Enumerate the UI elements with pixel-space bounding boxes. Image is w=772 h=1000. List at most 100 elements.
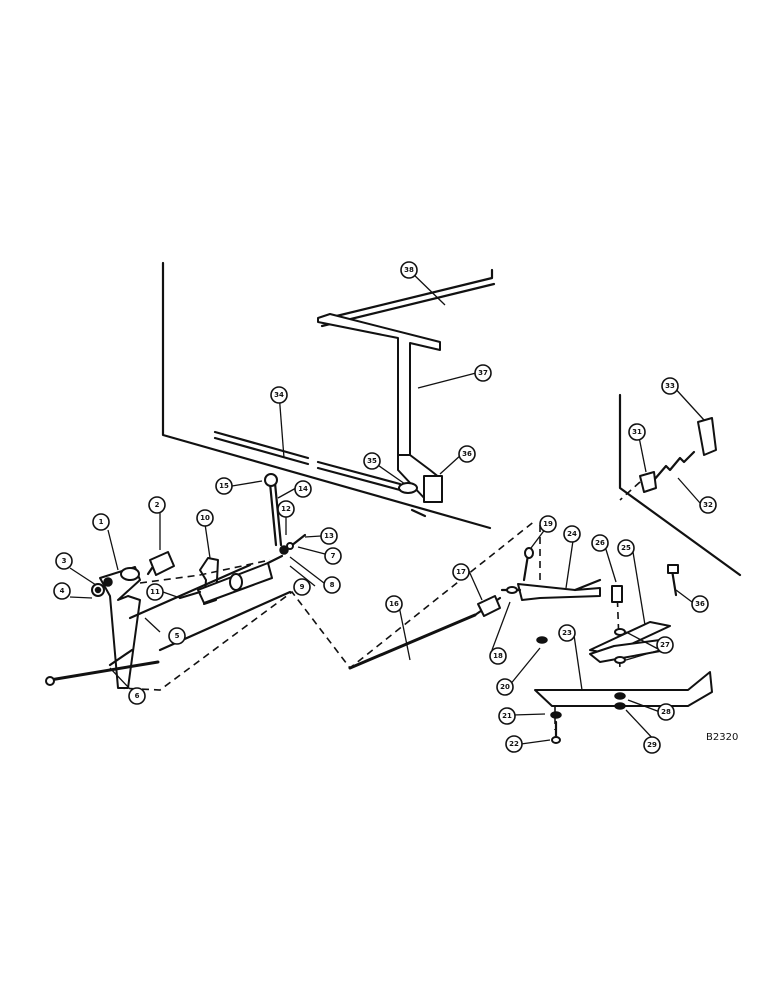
leader-lines <box>69 269 705 745</box>
callout-7-label: 7 <box>331 552 336 560</box>
callout-14-label: 14 <box>298 485 308 493</box>
callout-33-label: 33 <box>665 382 675 390</box>
callout-7: 7 <box>324 547 342 565</box>
frame-panel-right <box>618 393 742 577</box>
callout-27-label: 27 <box>660 641 670 649</box>
nut-stack-27-28-29 <box>614 628 626 710</box>
callout-9-label: 9 <box>300 583 305 591</box>
callout-33: 33 <box>661 377 679 395</box>
callout-37-label: 37 <box>478 369 488 377</box>
callout-27: 27 <box>656 636 674 654</box>
callout-25-label: 25 <box>621 544 631 552</box>
pivot-bolt-13 <box>279 533 307 555</box>
callout-35-label: 35 <box>367 457 377 465</box>
callout-17-label: 17 <box>456 568 466 576</box>
callout-3: 3 <box>55 552 73 570</box>
callout-20: 20 <box>496 678 514 696</box>
callout-9: 9 <box>293 578 311 596</box>
callout-20-label: 20 <box>500 683 510 691</box>
callout-28-label: 28 <box>661 708 671 716</box>
tube-assembly <box>197 554 284 604</box>
callout-13: 13 <box>320 527 338 545</box>
callout-4-label: 4 <box>60 587 65 595</box>
callout-6-label: 6 <box>135 692 140 700</box>
callout-26: 26 <box>591 534 609 552</box>
bracket-37 <box>317 313 443 503</box>
callout-22: 22 <box>505 735 523 753</box>
callout-24: 24 <box>563 525 581 543</box>
callout-26-label: 26 <box>595 539 605 547</box>
callout-17: 17 <box>452 563 470 581</box>
callout-10: 10 <box>196 509 214 527</box>
frame-panel-main <box>161 261 492 530</box>
callout-29-label: 29 <box>647 741 657 749</box>
callout-5-label: 5 <box>175 632 180 640</box>
lever-14-15 <box>264 473 283 547</box>
callout-25: 25 <box>617 539 635 557</box>
callout-1-label: 1 <box>99 518 104 526</box>
fitting-2 <box>146 551 175 576</box>
bolt-19 <box>522 547 534 582</box>
plate-23 <box>534 671 713 707</box>
callout-12-label: 12 <box>281 505 291 513</box>
callout-21: 21 <box>498 707 516 725</box>
callout-36-upper: 36 <box>458 445 476 463</box>
pin-18 <box>500 586 522 594</box>
callout-21-label: 21 <box>502 712 512 720</box>
callout-11-label: 11 <box>150 588 160 596</box>
callout-32: 32 <box>699 496 717 514</box>
callout-19: 19 <box>539 515 557 533</box>
callout-2-label: 2 <box>155 501 160 509</box>
rod-34 <box>213 430 427 518</box>
callout-2: 2 <box>148 496 166 514</box>
callout-32-label: 32 <box>703 501 713 509</box>
callout-10-label: 10 <box>200 514 210 522</box>
callout-38-label: 38 <box>404 266 414 274</box>
spring-32 <box>652 450 696 482</box>
callout-11: 11 <box>146 583 164 601</box>
callout-14: 14 <box>294 480 312 498</box>
callout-1: 1 <box>92 513 110 531</box>
callout-8-label: 8 <box>330 581 335 589</box>
callout-6: 6 <box>128 687 146 705</box>
callout-13-label: 13 <box>324 532 334 540</box>
callout-5: 5 <box>168 627 186 645</box>
lever-24 <box>517 578 602 601</box>
callout-18: 18 <box>489 647 507 665</box>
bolt-36 <box>667 564 679 597</box>
callout-28: 28 <box>657 703 675 721</box>
plate-33 <box>697 417 717 456</box>
callout-15-label: 15 <box>219 482 229 490</box>
callout-36-label: 36 <box>695 600 705 608</box>
callout-37: 37 <box>474 364 492 382</box>
callout-36: 36 <box>691 595 709 613</box>
callout-34-label: 34 <box>274 391 284 399</box>
callout-24-label: 24 <box>567 530 577 538</box>
callout-29: 29 <box>643 736 661 754</box>
callout-34: 34 <box>270 386 288 404</box>
callout-16-label: 16 <box>389 600 399 608</box>
callout-4: 4 <box>53 582 71 600</box>
callout-36-upper-label: 36 <box>462 450 472 458</box>
callout-12: 12 <box>277 500 295 518</box>
pin-11 <box>178 590 202 600</box>
rod-6 <box>45 648 160 686</box>
callout-22-label: 22 <box>509 740 519 748</box>
callout-23-label: 23 <box>562 629 572 637</box>
callout-18-label: 18 <box>493 652 503 660</box>
callout-3-label: 3 <box>62 557 67 565</box>
callout-38: 38 <box>400 261 418 279</box>
nut-3-4 <box>91 583 105 597</box>
callout-8: 8 <box>323 576 341 594</box>
callout-19-label: 19 <box>543 520 553 528</box>
callout-31-label: 31 <box>632 428 642 436</box>
bracket-31 <box>639 471 657 493</box>
reference-code: B2320 <box>706 732 738 743</box>
callout-31: 31 <box>628 423 646 441</box>
washer-stack-20-21-22 <box>536 636 562 744</box>
callout-16: 16 <box>385 595 403 613</box>
callout-23: 23 <box>558 624 576 642</box>
callout-35: 35 <box>363 452 381 470</box>
arm-1 <box>99 566 141 689</box>
